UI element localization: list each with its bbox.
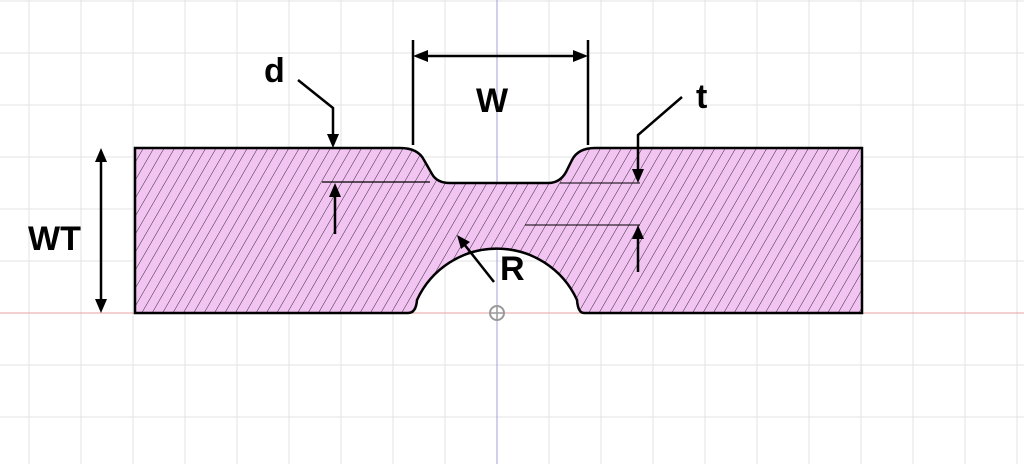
arrowheads bbox=[95, 50, 644, 313]
label-t: t bbox=[696, 78, 707, 116]
dimensions bbox=[99, 40, 683, 306]
label-wt: WT bbox=[28, 220, 81, 258]
label-r: R bbox=[500, 250, 525, 288]
label-w: W bbox=[476, 82, 509, 120]
label-d: d bbox=[264, 52, 285, 90]
part-profile[interactable] bbox=[133, 146, 864, 315]
